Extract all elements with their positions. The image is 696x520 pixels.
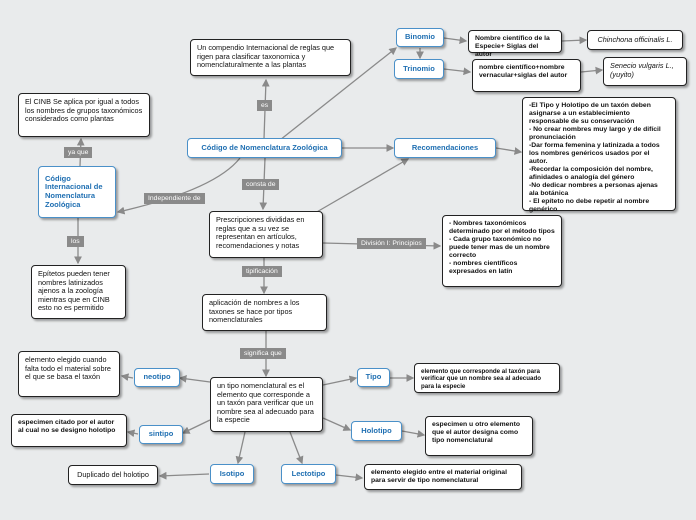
link-label-los: los [67,236,84,247]
recomendaciones-node[interactable]: Recomendaciones [394,138,496,158]
prescripciones-node[interactable]: Prescripciones divididas en reglas que a… [209,211,323,258]
isotipo-node[interactable]: Isotipo [210,464,254,484]
lectotipo-node[interactable]: Lectotipo [281,464,336,484]
binomio-node[interactable]: Binomio [396,28,444,47]
link-label-division-principios: División I: Principios [357,238,426,249]
link-label-tipificacion: tipificación [242,266,282,277]
link-label-independiente-de: Independiente de [144,193,205,204]
chinchona-example-node[interactable]: Chinchona officinalis L. [587,30,683,50]
holotipo-desc-node[interactable]: especimen u otro elemento que el autor d… [425,416,533,456]
tipo-node[interactable]: Tipo [357,368,390,387]
codigo-nomenclatura-zoologica-node[interactable]: Código de Nomenclatura Zoológica [187,138,342,158]
sintipo-node[interactable]: sintipo [139,425,183,444]
link-label-ya-que: ya que [64,147,93,158]
sintipo-desc-node[interactable]: especimen citado por el autor al cual no… [11,414,127,447]
cinb-desc-node[interactable]: El CINB Se aplica por igual a todos los … [18,93,150,137]
epitetos-node[interactable]: Epítetos pueden tener nombres latinizado… [31,265,126,319]
trinomio-desc-node[interactable]: nombre científico+nombre vernacular+sigl… [472,59,581,92]
senecio-example-node[interactable]: Senecio vulgaris L., (yuyito) [603,57,687,86]
neotipo-desc-node[interactable]: elemento elegido cuando falta todo el ma… [18,351,120,397]
trinomio-node[interactable]: Trinomio [394,59,444,79]
binomio-desc-node[interactable]: Nombre científico de la Especie+ Siglas … [468,30,562,58]
codigo-internacional-zoologica-node[interactable]: Código Internacional de Nomenclatura Zoo… [38,166,116,218]
neotipo-node[interactable]: neotipo [134,368,180,387]
tipo-desc-node[interactable]: elemento que corresponde al taxón para v… [414,363,560,393]
lectotipo-desc-node[interactable]: elemento elegido entre el material origi… [364,464,522,490]
link-label-es: es [257,100,273,111]
link-label-significa-que: significa que [240,348,286,359]
recomendaciones-desc-node[interactable]: -El Tipo y Holotipo de un taxón deben as… [522,97,676,213]
compendio-node[interactable]: Un compendio Internacional de reglas que… [190,39,351,76]
nombres-taxonomicos-node[interactable]: - Nombres taxonómicos determinado por el… [442,215,562,287]
isotipo-desc-node[interactable]: Duplicado del holotipo [68,465,158,485]
link-label-consta-de: consta de [242,179,280,190]
holotipo-node[interactable]: Holotipo [351,421,402,441]
tipo-nomenclatural-node[interactable]: un tipo nomenclatural es el elemento que… [210,377,323,432]
aplicacion-node[interactable]: aplicación de nombres a los taxones se h… [202,294,327,331]
